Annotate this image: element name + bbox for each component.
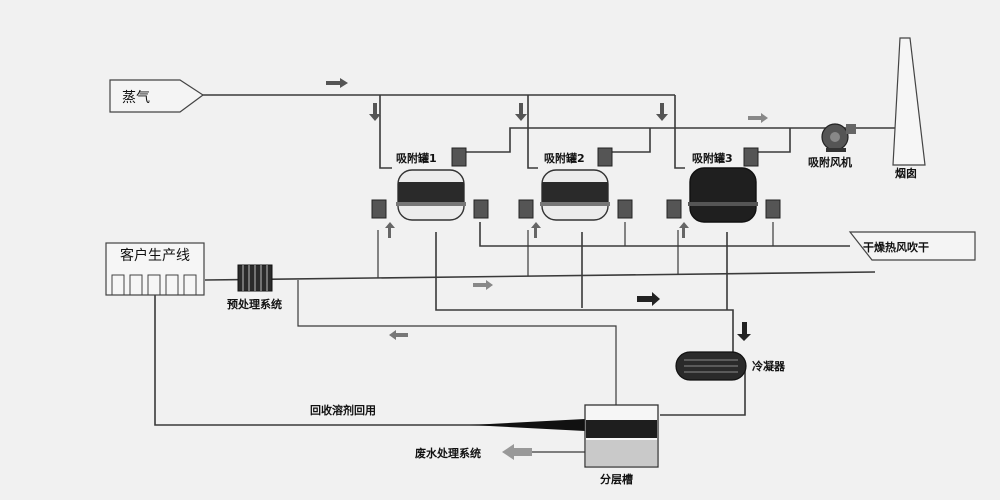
pretreatment-unit: 预处理系统: [227, 264, 282, 311]
steam-drop-tank2: [527, 95, 538, 169]
steam-label: 蒸气: [122, 90, 150, 106]
adsorption-tank-3: 吸附罐3: [666, 147, 781, 223]
adsorption-tank-2: 吸附罐2: [518, 147, 633, 221]
hot-air-label: 干燥热风吹干: [863, 240, 929, 254]
arrow-up-3: [679, 222, 689, 238]
chimney-shape: [892, 37, 926, 166]
return-pipe: [297, 280, 617, 405]
arrow-steam-right: [326, 78, 348, 88]
steam-input-shape: [109, 79, 205, 113]
fan-label: 吸附风机: [808, 155, 852, 169]
arrow-recovery-left: [470, 419, 585, 431]
recovery-pipe: [154, 295, 585, 426]
tank3-body: [689, 167, 757, 223]
arrow-condenser-down: [737, 322, 751, 341]
adsorption-tank-1: 吸附罐1: [371, 147, 489, 221]
tank1-valve-top: [451, 147, 467, 167]
tank3-valve-top: [743, 147, 759, 167]
hot-air-input: 干燥热风吹干: [848, 231, 976, 261]
pretreatment-label: 预处理系统: [227, 297, 282, 311]
exhaust-tank3: [755, 128, 791, 153]
separator-solvent-layer: [586, 420, 657, 438]
chimney: 烟囱: [892, 37, 926, 180]
tank1-label: 吸附罐1: [396, 151, 437, 165]
tank1-bed: [398, 182, 464, 202]
exhaust-main-pipe: [463, 127, 900, 153]
separator-tank: 分层槽: [584, 404, 659, 486]
chimney-label: 烟囱: [895, 166, 917, 180]
fan-base: [826, 148, 846, 152]
hot-air-shape: [848, 231, 976, 261]
tank1-flange: [396, 202, 466, 206]
customer-line-stations: [111, 274, 197, 295]
tank2-valve-top: [597, 147, 613, 167]
wastewater-label: 废水处理系统: [415, 446, 481, 460]
arrow-steam-down-2: [515, 103, 527, 121]
arrow-steam-down-1: [369, 103, 381, 121]
tank3-flange: [688, 202, 758, 206]
flow-arrows: [326, 78, 768, 460]
pipes: [154, 94, 900, 453]
tank2-valve-right: [617, 199, 633, 219]
condenser-to-separator: [660, 368, 746, 416]
arrow-up-2: [531, 222, 541, 238]
fan: 吸附风机: [808, 123, 856, 169]
exhaust-tank2: [610, 128, 651, 153]
fan-outlet: [846, 124, 856, 134]
condenser: 冷凝器: [675, 351, 786, 381]
tank1-valve-right: [473, 199, 489, 219]
arrow-return-left: [389, 330, 408, 340]
arrow-desorb-right: [637, 292, 660, 306]
arrow-wastewater-left: [502, 444, 532, 460]
arrow-gas-right: [473, 280, 493, 290]
condenser-label: 冷凝器: [752, 359, 786, 373]
tank3-valve-left: [666, 199, 682, 219]
tank2-bed: [542, 182, 608, 202]
arrow-up-1: [385, 222, 395, 238]
tank1-valve-left: [371, 199, 387, 219]
separator-water-layer: [586, 440, 657, 466]
raw-gas-main-pipe: [204, 271, 876, 281]
customer-line: 客户生产线: [105, 242, 205, 296]
tank3-label: 吸附罐3: [692, 151, 733, 165]
tank2-flange: [540, 202, 610, 206]
separator-label: 分层槽: [600, 472, 633, 486]
tank2-label: 吸附罐2: [544, 151, 585, 165]
tank2-valve-left: [518, 199, 534, 219]
customer-line-box: [105, 242, 205, 296]
steam-drop-tank1: [379, 95, 392, 169]
arrow-steam-down-3: [656, 103, 668, 121]
recovery-label: 回收溶剂回用: [310, 403, 376, 417]
desorb-pipe-tank1: [435, 232, 734, 352]
steam-input: 蒸气: [109, 79, 205, 113]
arrow-exhaust-right: [748, 113, 768, 123]
customer-line-label: 客户生产线: [120, 247, 190, 264]
fan-hub: [830, 132, 840, 142]
steam-drop-tank3: [674, 95, 685, 169]
tank3-valve-right: [765, 199, 781, 219]
